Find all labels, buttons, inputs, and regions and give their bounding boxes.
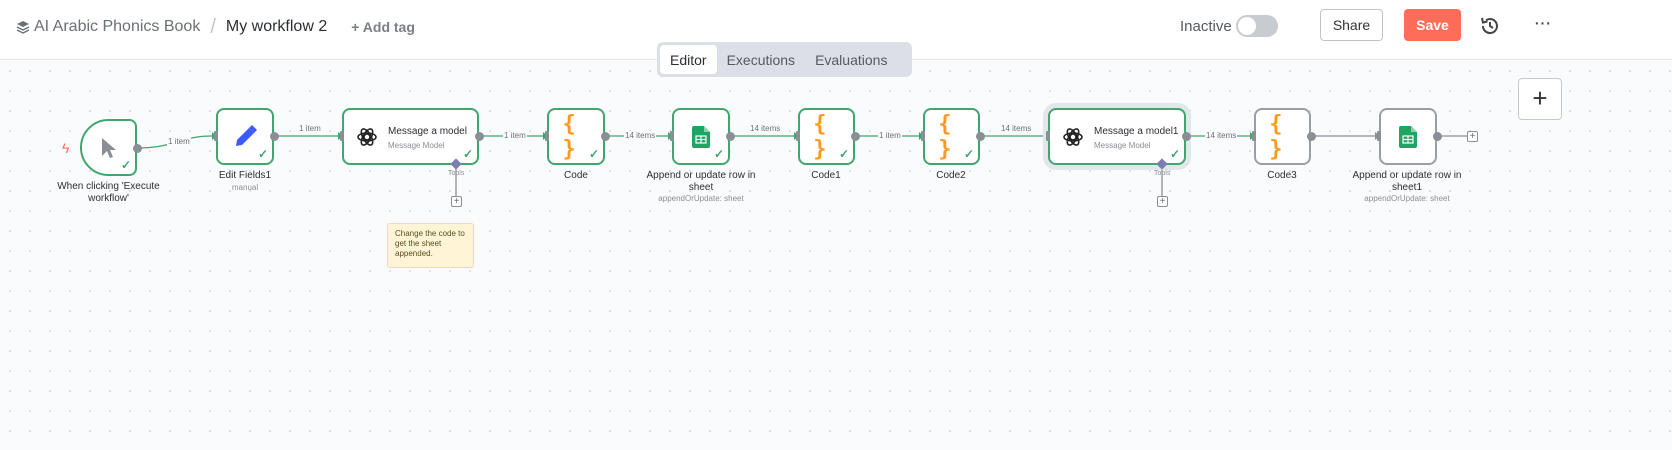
project-link[interactable]: AI Arabic Phonics Book	[34, 18, 201, 35]
google-sheets-icon	[692, 125, 710, 148]
active-toggle[interactable]	[1236, 15, 1278, 37]
node-label: Code2	[936, 170, 966, 181]
sticky-note[interactable]: Change the code to get the sheet appende…	[387, 223, 474, 268]
input-handle[interactable]	[670, 131, 674, 141]
code-braces-icon: { }	[813, 111, 826, 162]
save-button[interactable]: Save	[1404, 9, 1461, 41]
output-handle[interactable]	[976, 132, 985, 141]
output-handle[interactable]	[601, 132, 610, 141]
layers-icon	[16, 21, 30, 34]
output-handle[interactable]	[1182, 132, 1191, 141]
node-code1[interactable]: { } ✓	[798, 108, 855, 165]
edge-label: 1 item	[878, 131, 902, 140]
cursor-icon	[101, 137, 116, 158]
edge-label: 14 items	[749, 124, 782, 133]
node-sublabel: appendOrUpdate: sheet	[658, 194, 744, 203]
code-braces-icon: { }	[562, 111, 576, 162]
more-options-icon[interactable]: ···	[1533, 12, 1552, 34]
node-label: Append or update row in sheet1	[1352, 170, 1462, 193]
node-label: Code3	[1267, 170, 1297, 181]
code-braces-icon: { }	[938, 111, 951, 162]
node-message-a-model1[interactable]: Message a model1 Message Model ✓	[1048, 108, 1186, 165]
input-handle[interactable]	[796, 131, 800, 141]
node-label: Append or update row in sheet	[646, 170, 756, 193]
edge-label: 14 items	[1000, 124, 1033, 133]
output-handle[interactable]	[133, 144, 142, 153]
success-check-icon: ✓	[838, 147, 849, 161]
add-tag-button[interactable]: + Add tag	[351, 19, 415, 35]
success-check-icon: ✓	[257, 147, 268, 161]
node-subtitle: Message Model	[388, 141, 445, 150]
node-sublabel: appendOrUpdate: sheet	[1364, 194, 1450, 203]
add-next-node-button[interactable]: +	[1467, 131, 1478, 142]
success-check-icon: ✓	[713, 147, 724, 161]
active-status-label: Inactive	[1180, 18, 1232, 35]
trigger-bolt-icon: ϟ	[62, 140, 70, 156]
success-check-icon: ✓	[1169, 147, 1180, 161]
edge-label: 14 items	[1205, 131, 1238, 140]
workflow-name[interactable]: My workflow 2	[225, 18, 328, 35]
edge-label: 14 items	[624, 131, 657, 140]
output-handle[interactable]	[851, 132, 860, 141]
node-title: Message a model1	[1094, 126, 1179, 137]
tools-label: Tools	[448, 170, 465, 177]
input-handle[interactable]	[545, 131, 549, 141]
openai-icon	[357, 127, 377, 146]
input-handle[interactable]	[1046, 131, 1050, 141]
node-message-a-model[interactable]: Message a model Message Model ✓	[342, 108, 479, 165]
node-append-or-update-sheet[interactable]: ✓	[672, 108, 730, 165]
success-check-icon: ✓	[963, 147, 974, 161]
input-handle[interactable]	[1377, 131, 1381, 141]
breadcrumb: AI Arabic Phonics Book / My workflow 2 +…	[16, 16, 415, 38]
success-check-icon: ✓	[120, 158, 131, 172]
node-label: Code1	[811, 170, 841, 181]
node-title: Message a model	[388, 126, 467, 137]
edge-label: 1 item	[167, 137, 191, 146]
add-tool-button[interactable]: +	[451, 196, 462, 207]
node-label: Code	[564, 170, 588, 181]
success-check-icon: ✓	[462, 147, 473, 161]
tab-executions[interactable]: Executions	[726, 51, 796, 68]
output-handle[interactable]	[1433, 132, 1442, 141]
tab-evaluations[interactable]: Evaluations	[815, 51, 888, 68]
node-label: Edit Fields1	[218, 170, 272, 181]
output-handle[interactable]	[726, 132, 735, 141]
tab-editor[interactable]: Editor	[660, 45, 717, 74]
node-code[interactable]: { } ✓	[547, 108, 605, 165]
toggle-knob	[1238, 17, 1256, 35]
add-node-button[interactable]: +	[1518, 78, 1562, 120]
tools-label: Tools	[1154, 170, 1171, 177]
node-subtitle: Message Model	[1094, 141, 1151, 150]
input-handle[interactable]	[1252, 131, 1256, 141]
node-code2[interactable]: { } ✓	[923, 108, 980, 165]
node-code3[interactable]: { }	[1254, 108, 1311, 165]
node-label: When clicking 'Execute workflow'	[57, 181, 160, 204]
node-append-or-update-sheet1[interactable]	[1379, 108, 1437, 165]
edge-label: 1 item	[298, 124, 322, 133]
node-edit-fields1[interactable]: ✓	[216, 108, 274, 165]
share-button[interactable]: Share	[1320, 9, 1383, 41]
breadcrumb-separator: /	[210, 16, 216, 38]
google-sheets-icon	[1399, 125, 1417, 148]
history-icon[interactable]	[1478, 14, 1502, 38]
input-handle[interactable]	[340, 131, 344, 141]
view-tabs: Editor Executions Evaluations	[657, 42, 912, 77]
output-handle[interactable]	[1307, 132, 1316, 141]
openai-icon	[1063, 127, 1083, 146]
input-handle[interactable]	[214, 131, 218, 141]
output-handle[interactable]	[475, 132, 484, 141]
node-sublabel: manual	[231, 183, 259, 192]
pencil-icon	[236, 124, 257, 146]
node-manual-trigger[interactable]: ✓	[80, 119, 137, 176]
success-check-icon: ✓	[588, 147, 599, 161]
code-braces-icon: { }	[1269, 111, 1282, 162]
input-handle[interactable]	[921, 131, 925, 141]
output-handle[interactable]	[270, 132, 279, 141]
add-tool-button[interactable]: +	[1157, 196, 1168, 207]
edge-label: 1 item	[503, 131, 527, 140]
